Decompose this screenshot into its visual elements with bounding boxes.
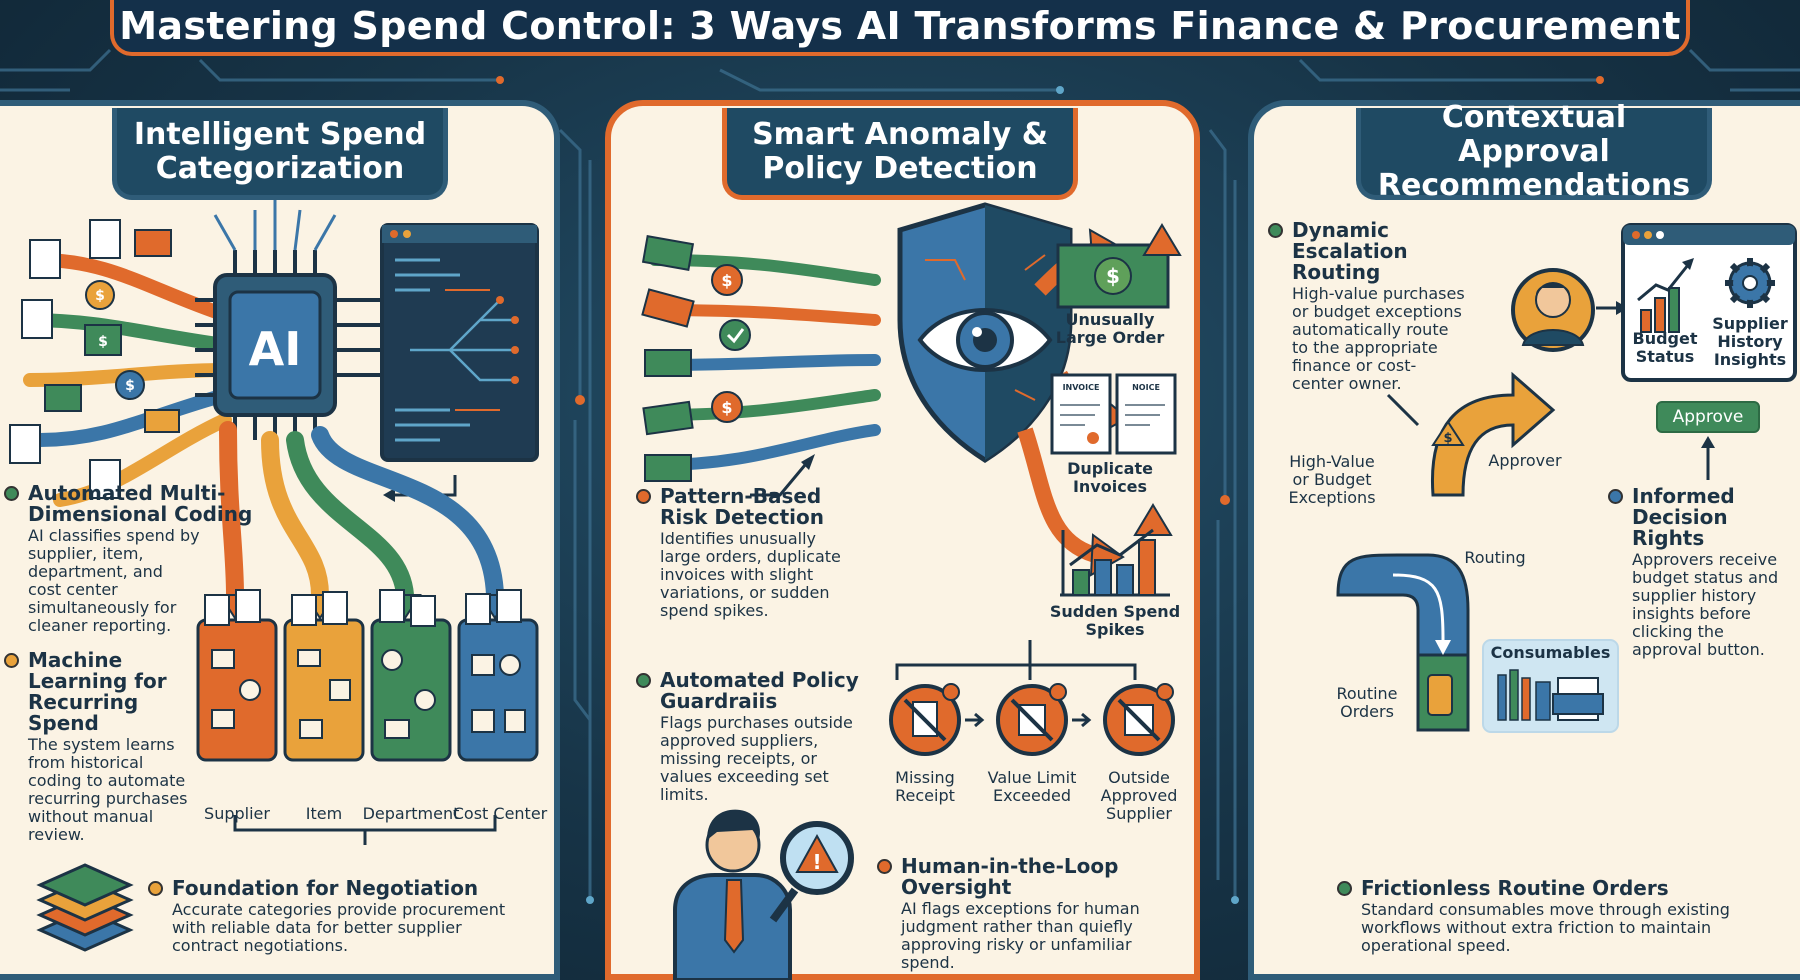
svg-text:$: $: [721, 271, 732, 290]
blue-bullet-icon: [1608, 489, 1623, 504]
svg-text:$: $: [125, 378, 135, 394]
warning-icon: [1133, 223, 1182, 536]
label-approver: Approver: [1488, 451, 1562, 470]
budget-chart-icon: [1637, 258, 1694, 333]
svg-text:$: $: [721, 398, 732, 417]
svg-text:$: $: [95, 288, 105, 304]
inspector-person-icon: !: [673, 809, 854, 980]
bar-chart-icon: [1060, 528, 1170, 597]
feature-multi-dimensional-coding: Automated Multi- Dimensional Coding AI c…: [4, 483, 264, 635]
gear-icon: [1725, 258, 1775, 308]
bin-label-cost-center: Cost Center: [452, 804, 548, 823]
feature-foundation-negotiation: Foundation for Negotiation Accurate cate…: [148, 878, 548, 955]
panel-heading-1: Intelligent Spend Categorization: [112, 108, 448, 200]
invoice-icon: INVOICE NOICE: [1050, 373, 1177, 455]
code-screen-icon: [380, 223, 539, 462]
svg-text:!: !: [812, 850, 821, 874]
approve-button[interactable]: Approve: [1656, 401, 1760, 433]
policy-flag-outside-supplier: Outside Approved Supplier: [1100, 768, 1178, 823]
dashboard-window: [1621, 223, 1797, 382]
feature-policy-guardrails: Automated Policy Guardraiis Flags purcha…: [636, 670, 886, 804]
chip-label: AI: [249, 322, 302, 376]
label-routine-orders: Routine Orders: [1336, 684, 1398, 721]
green-bullet-icon: [4, 486, 19, 501]
anomaly-label-spend-spikes: Sudden Spend Spikes: [1049, 602, 1181, 639]
yellow-bullet-icon: [4, 653, 19, 668]
policy-flag-missing-receipt: Missing Receipt: [895, 768, 955, 805]
svg-text:$: $: [1106, 264, 1120, 288]
feature-dynamic-escalation: Dynamic Escalation Routing High-value pu…: [1268, 220, 1478, 393]
approval-illustration: $: [1336, 223, 1797, 733]
panel-heading-2: Smart Anomaly & Policy Detection: [722, 108, 1078, 200]
label-routing: Routing: [1464, 548, 1526, 567]
green-bullet-icon: [1268, 223, 1283, 238]
feature-human-in-the-loop: Human-in-the-Loop Oversight AI flags exc…: [877, 856, 1167, 972]
anomaly-label-duplicate-invoices: Duplicate Invoices: [1067, 459, 1153, 496]
yellow-bullet-icon: [148, 881, 163, 896]
routing-arrow-icon: [1336, 553, 1470, 732]
ai-chip-icon: AI: [195, 250, 380, 440]
feature-pattern-risk-detection: Pattern-Based Risk Detection Identifies …: [636, 486, 876, 620]
anomaly-label-large-order: Unusually Large Order: [1055, 310, 1165, 347]
svg-text:$: $: [98, 334, 108, 350]
svg-text:$: $: [1443, 431, 1452, 446]
feature-ml-recurring-spend: Machine Learning for Recurring Spend The…: [4, 650, 204, 844]
label-supplier-history: Supplier History Insights: [1712, 314, 1788, 369]
label-high-value-exceptions: High-Value or Budget Exceptions: [1288, 452, 1376, 507]
anomaly-illustration: $ $ $: [641, 202, 1182, 980]
title-banner: Mastering Spend Control: 3 Ways AI Trans…: [110, 0, 1690, 56]
policy-flag-value-limit: Value Limit Exceeded: [987, 768, 1077, 805]
label-consumables: Consumables: [1490, 643, 1611, 662]
svg-text:NOICE: NOICE: [1132, 383, 1160, 392]
orange-bullet-icon: [877, 859, 892, 874]
bin-label-supplier: Supplier: [204, 804, 270, 823]
document-icon: [9, 219, 121, 499]
approver-avatar-icon: [1511, 268, 1595, 352]
green-bullet-icon: [636, 673, 651, 688]
label-budget-status: Budget Status: [1632, 329, 1698, 366]
data-stack-icon: [36, 863, 134, 952]
green-bullet-icon: [1337, 881, 1352, 896]
categorization-illustration: $ $ $ AI: [9, 200, 539, 952]
bin-label-item: Item: [305, 804, 343, 823]
orange-bullet-icon: [636, 489, 651, 504]
svg-text:INVOICE: INVOICE: [1063, 383, 1100, 392]
feature-informed-decision-rights: Informed Decision Rights Approvers recei…: [1608, 486, 1798, 659]
feature-frictionless-orders: Frictionless Routine Orders Standard con…: [1337, 878, 1777, 955]
bin-icon: [196, 589, 539, 762]
dollar-icon: [44, 229, 180, 433]
consumables-icon: [1482, 639, 1619, 733]
page-title: Mastering Spend Control: 3 Ways AI Trans…: [119, 4, 1681, 48]
panel-heading-3: Contextual Approval Recommendations: [1356, 100, 1712, 202]
bin-label-department: Department: [362, 804, 460, 823]
shield-eye-icon: [897, 202, 1073, 463]
